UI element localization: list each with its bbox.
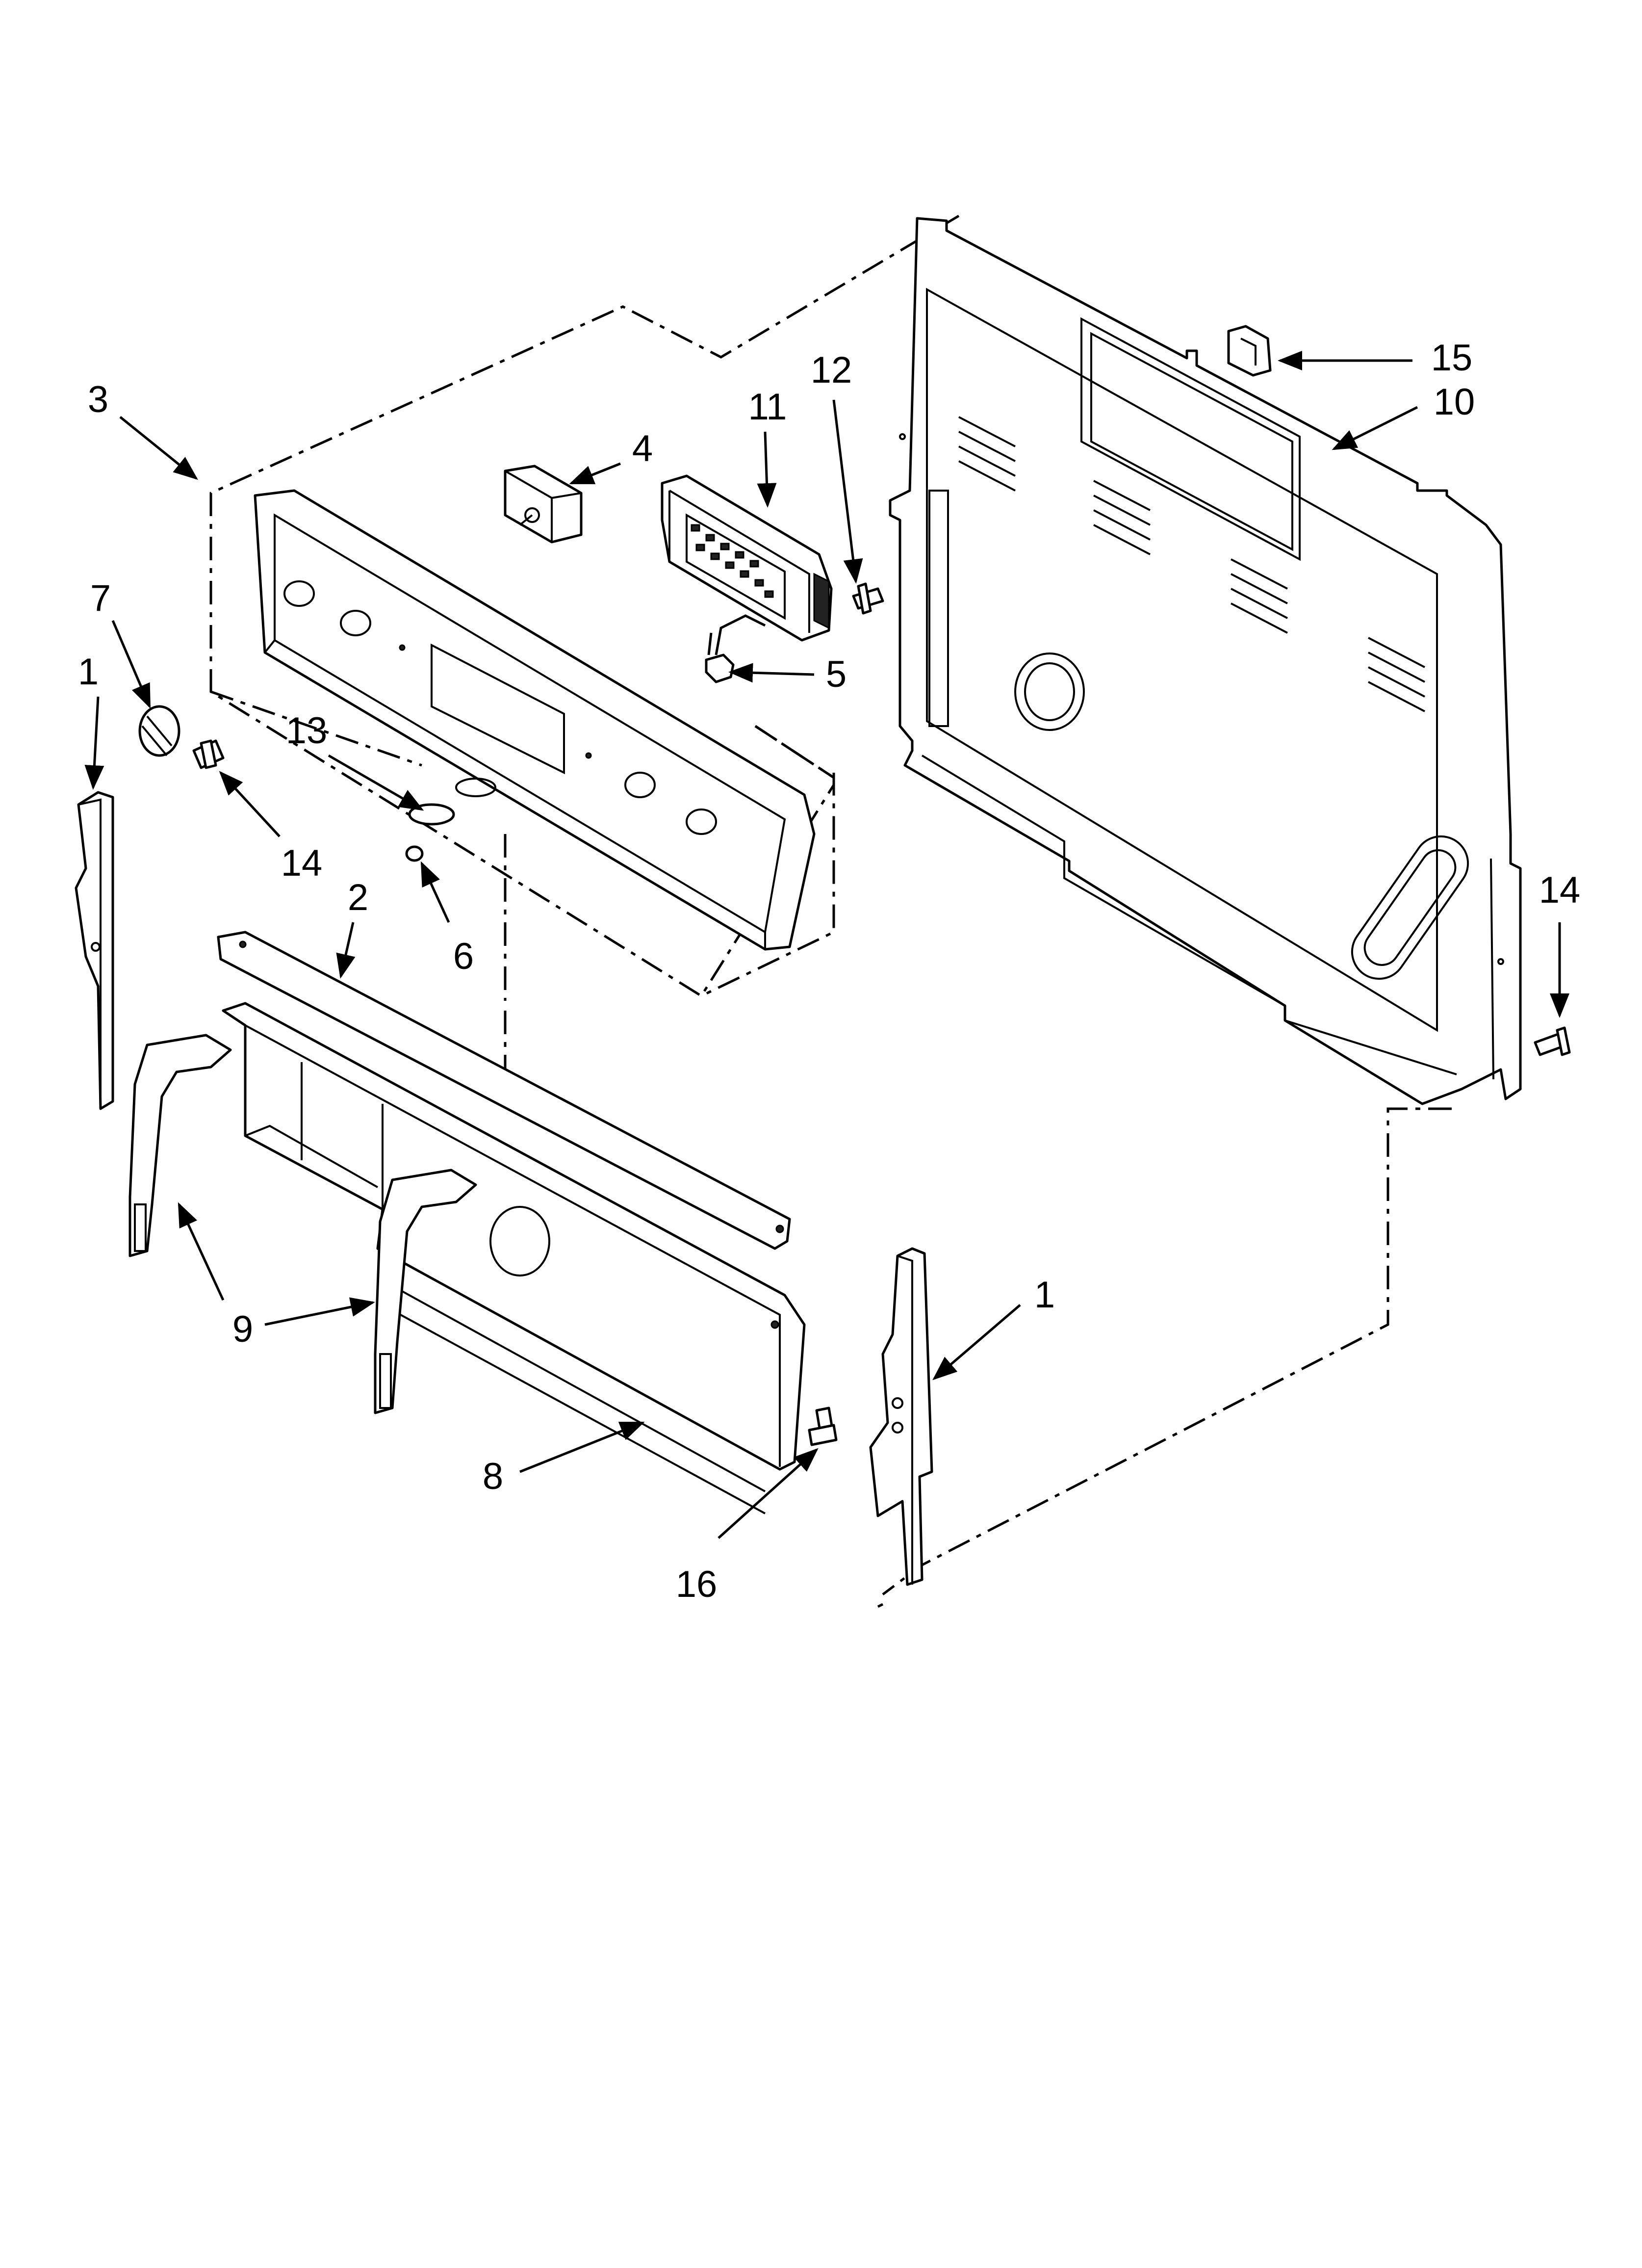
callout-9: 9 [232, 1308, 253, 1350]
callout-5: 5 [826, 653, 847, 695]
callout-2: 2 [348, 877, 368, 918]
electronic-control-board [661, 474, 833, 642]
callout-3: 3 [88, 379, 108, 420]
callout-6: 6 [453, 936, 474, 977]
callout-14-left: 14 [281, 842, 323, 884]
callout-1-right: 1 [1034, 1274, 1055, 1316]
back-panel [889, 217, 1522, 1105]
callout-1-left: 1 [78, 651, 99, 693]
callout-16: 16 [676, 1564, 718, 1605]
wire-clip [1227, 325, 1272, 377]
vent-slots [958, 416, 1425, 712]
callout-10: 10 [1434, 381, 1475, 423]
screw-16 [808, 1407, 838, 1446]
callout-11: 11 [748, 386, 787, 428]
screw-12 [852, 582, 884, 615]
end-cap-center [374, 1169, 477, 1414]
side-bracket-right [869, 1247, 933, 1586]
callout-8: 8 [483, 1456, 503, 1497]
console-trim [217, 931, 791, 1250]
callout-labels: 1 1 2 3 4 5 6 7 8 9 10 11 12 13 14 14 15… [78, 337, 1580, 1605]
side-bracket-left [75, 791, 114, 1110]
callout-4: 4 [632, 428, 653, 469]
screw-14-left [192, 739, 225, 769]
control-console [254, 489, 816, 951]
callout-15: 15 [1431, 337, 1473, 379]
callout-12: 12 [811, 349, 852, 391]
wire-harness [705, 614, 766, 683]
infinite-switch [504, 465, 583, 544]
leader-lines [84, 351, 1569, 1539]
callout-7: 7 [90, 577, 111, 619]
end-cap-left [128, 1034, 232, 1257]
grommet [405, 845, 424, 862]
control-knob [138, 705, 180, 757]
callout-14-right: 14 [1539, 869, 1581, 911]
screw-14-right [1534, 1026, 1571, 1056]
control-board-buttons [691, 524, 774, 598]
callout-13: 13 [286, 710, 328, 752]
